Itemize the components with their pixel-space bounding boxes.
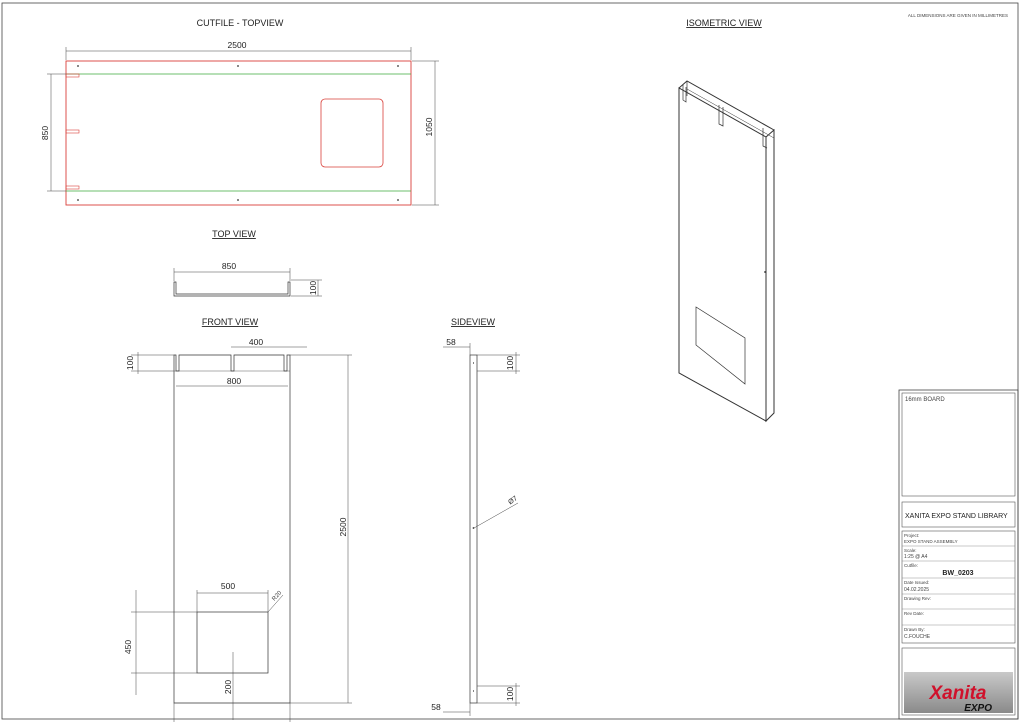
cutfile-outline bbox=[65, 60, 412, 206]
front-width-dim: 800 bbox=[227, 376, 241, 386]
cutfile-opening bbox=[320, 98, 384, 168]
date-value: 04.02.2025 bbox=[904, 587, 929, 593]
side-top-height-dim: 100 bbox=[505, 356, 515, 370]
iso-opening bbox=[695, 306, 746, 385]
logo-main-text: Xanita bbox=[928, 683, 986, 704]
front-view-opening bbox=[196, 611, 269, 674]
material-box bbox=[901, 392, 1016, 497]
scale-label: Scale: bbox=[904, 548, 917, 553]
side-top-width-dim: 58 bbox=[446, 337, 456, 347]
drawn-value: C.FOUCHE bbox=[904, 634, 931, 640]
title-block bbox=[898, 389, 1019, 720]
info-box bbox=[901, 530, 1016, 644]
cutfile-value: BW_0203 bbox=[942, 570, 973, 577]
cutfile-label: Cutfile: bbox=[904, 563, 918, 568]
scale-value: 1:25 @ A4 bbox=[904, 554, 928, 560]
cutfile-slot-1 bbox=[65, 73, 80, 78]
iso-view-drawing bbox=[678, 80, 775, 423]
xanita-logo: Xanita EXPO bbox=[904, 672, 1013, 714]
material-text: 16mm BOARD bbox=[905, 397, 945, 403]
iso-view-title: ISOMETRIC VIEW bbox=[686, 18, 762, 28]
iso-front-face bbox=[678, 87, 767, 422]
front-opening-width-dim: 500 bbox=[221, 581, 235, 591]
front-height-dim: 2500 bbox=[338, 517, 348, 536]
date-label: Date Issued: bbox=[904, 580, 929, 585]
logo-sub-text: EXPO bbox=[964, 703, 992, 714]
top-view-depth-dim: 100 bbox=[308, 281, 318, 295]
drawing-rev-label: Drawing Rev: bbox=[904, 596, 931, 601]
cutfile-slot-3 bbox=[65, 185, 80, 190]
cutfile-width-dim: 2500 bbox=[228, 40, 247, 50]
drawn-label: Drawn By: bbox=[904, 627, 925, 632]
cutfile-slot-2 bbox=[65, 129, 80, 134]
front-opening-height-dim: 450 bbox=[123, 640, 133, 654]
cutfile-drawing bbox=[47, 47, 439, 206]
side-bottom-height-dim: 100 bbox=[505, 687, 515, 701]
front-view-title: FRONT VIEW bbox=[202, 317, 259, 327]
front-bottom-dim: 200 bbox=[223, 680, 233, 694]
project-label: Project: bbox=[904, 533, 919, 538]
front-slot-width-dim: 400 bbox=[249, 337, 263, 347]
top-view-drawing bbox=[173, 268, 322, 297]
cutfile-inner-dim: 850 bbox=[40, 126, 50, 140]
library-text: XANITA EXPO STAND LIBRARY bbox=[905, 513, 1008, 520]
iso-side-face bbox=[765, 128, 775, 423]
side-bottom-width-dim: 58 bbox=[431, 702, 441, 712]
cutfile-height-dim: 1050 bbox=[424, 117, 434, 136]
iso-top-edge bbox=[678, 80, 775, 131]
top-view-title: TOP VIEW bbox=[212, 229, 256, 239]
cutfile-title: CUTFILE - TOPVIEW bbox=[197, 18, 284, 28]
top-view-width-dim: 850 bbox=[222, 261, 236, 271]
front-view-drawing bbox=[131, 346, 352, 722]
project-value: EXPO STAND ASSEMBLY bbox=[904, 539, 958, 544]
library-box bbox=[901, 501, 1016, 528]
units-note: ALL DIMENSIONS ARE GIVEN IN MILLIMETRES bbox=[908, 13, 1008, 18]
front-slot-height-dim: 100 bbox=[125, 356, 135, 370]
side-view-title: SIDEVIEW bbox=[451, 317, 496, 327]
side-hole-dim: Ø7 bbox=[507, 495, 519, 506]
side-view-drawing bbox=[443, 343, 520, 716]
rev-date-label: Rev Date: bbox=[904, 611, 924, 616]
